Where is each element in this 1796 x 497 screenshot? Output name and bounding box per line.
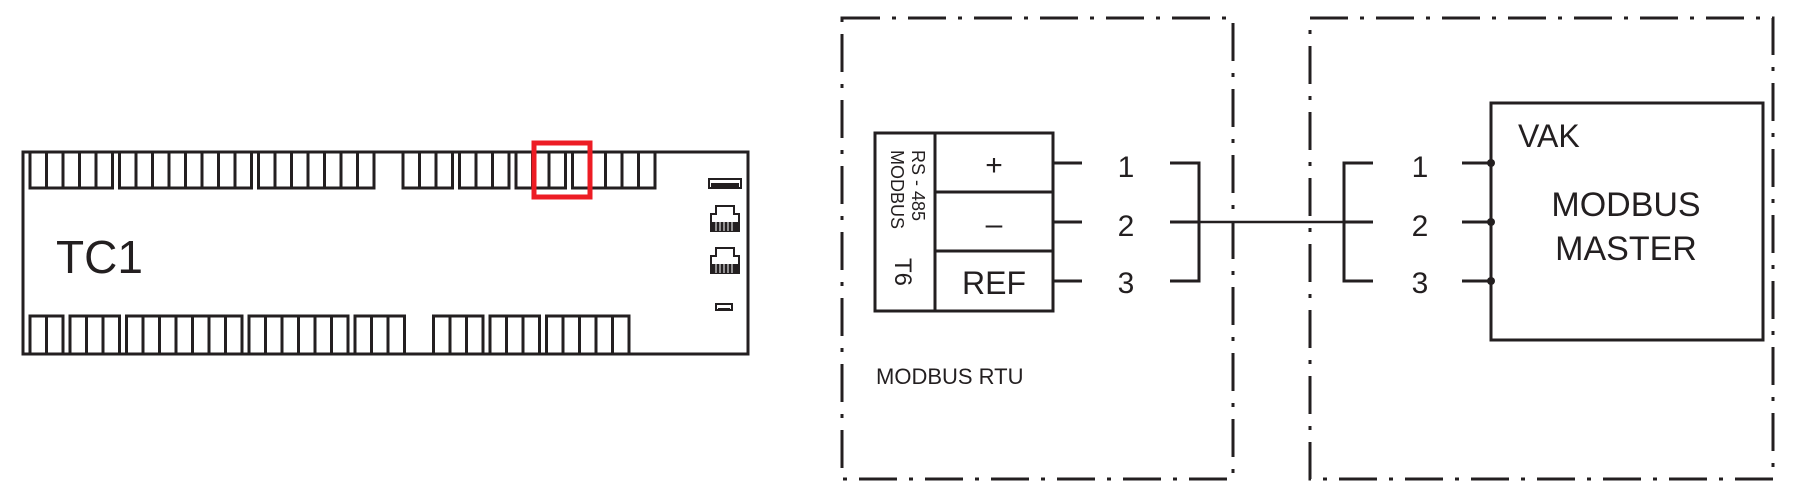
terminal-group[interactable] <box>432 314 485 354</box>
terminal-group[interactable] <box>458 152 511 190</box>
terminal-group[interactable] <box>28 314 65 354</box>
terminal-group[interactable] <box>247 314 350 354</box>
terminal-group[interactable] <box>353 314 406 354</box>
controller-tc1: TC1 <box>21 140 750 356</box>
modbus-rtu-boundary <box>840 16 1235 481</box>
terminal-group[interactable] <box>488 314 541 354</box>
terminal-group[interactable] <box>514 152 567 190</box>
terminal-group[interactable] <box>545 314 631 354</box>
pin-number: 2 <box>1412 210 1429 243</box>
modbus-rtu-enclosure: RS - 485 MODBUS T6 + – REF 1 2 3 MODBUS … <box>840 16 1235 481</box>
terminal-ref-label: REF <box>962 265 1026 301</box>
terminal-minus-label: – <box>986 208 1003 241</box>
pin-number: 1 <box>1118 151 1135 184</box>
device-label: VAK <box>1518 118 1580 154</box>
top-terminal-strip <box>28 152 657 190</box>
pin-number: 2 <box>1118 210 1135 243</box>
connector-label-rs485: RS - 485 <box>908 150 928 221</box>
micro-usb-port-icon <box>715 303 733 311</box>
master-enclosure: 1 2 3 VAK MODBUS MASTER <box>1308 16 1775 481</box>
bottom-terminal-strip <box>28 314 631 354</box>
pin-number: 3 <box>1118 267 1135 300</box>
terminal-group[interactable] <box>401 152 454 190</box>
controller-label: TC1 <box>56 231 143 283</box>
terminal-group[interactable] <box>257 152 376 190</box>
modbus-master-device <box>1489 101 1765 342</box>
connector-label-modbus: MODBUS <box>887 150 907 229</box>
master-boundary <box>1308 16 1775 481</box>
terminal-plus-label: + <box>985 149 1003 182</box>
pin-number: 3 <box>1412 267 1429 300</box>
connector-id: T6 <box>889 258 916 286</box>
terminal-group[interactable] <box>571 152 657 190</box>
device-title-line2: MASTER <box>1555 230 1697 268</box>
usb-port-icon <box>708 178 742 189</box>
terminal-group[interactable] <box>118 152 253 190</box>
controller-outline <box>21 150 750 356</box>
highlighted-terminal-group[interactable] <box>531 140 593 200</box>
modbus-rtu-caption: MODBUS RTU <box>876 364 1024 389</box>
rj45-port-icon <box>710 247 740 274</box>
terminal-group[interactable] <box>68 314 121 354</box>
terminal-group[interactable] <box>28 152 114 190</box>
pin-number: 1 <box>1412 151 1429 184</box>
terminal-group[interactable] <box>125 314 244 354</box>
rj45-port-icon <box>710 205 740 232</box>
device-title-line1: MODBUS <box>1551 186 1700 224</box>
